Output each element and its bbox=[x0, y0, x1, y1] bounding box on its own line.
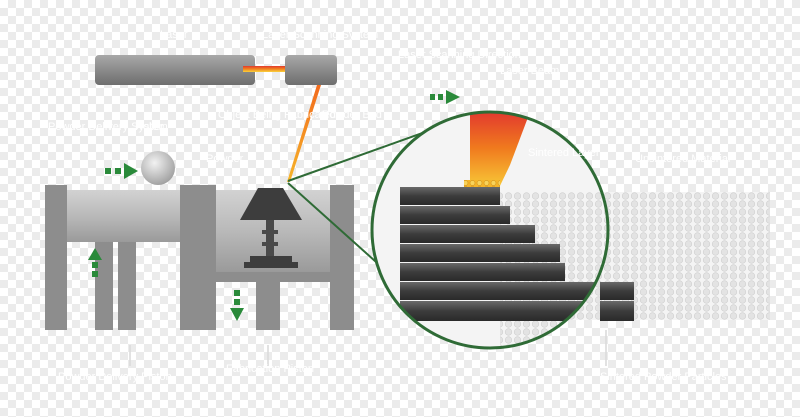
zoom-circle bbox=[370, 110, 610, 350]
laser-beam-horizontal bbox=[243, 66, 289, 72]
laser-body bbox=[95, 55, 255, 85]
laser-scanning-direction-arrow-icon bbox=[430, 90, 460, 104]
label-unsintered-material: Unsintered Material bbox=[635, 153, 730, 165]
roller bbox=[141, 151, 175, 185]
label-powder: Powder bbox=[206, 153, 244, 165]
label-laser: Laser bbox=[160, 29, 188, 41]
fabrication-piston-plate bbox=[216, 272, 330, 282]
powder-layer-bottom-outside bbox=[600, 301, 634, 321]
powder-layer-outside bbox=[600, 282, 634, 300]
zoom-detail bbox=[372, 112, 608, 348]
zoom-line-bottom bbox=[287, 182, 386, 271]
object-being-fabricated bbox=[240, 188, 302, 268]
fabrication-piston-stand bbox=[256, 282, 280, 330]
label-roller: Roller bbox=[135, 121, 164, 133]
machine-middle-wall bbox=[180, 185, 216, 330]
label-laser-scanning-direction: Laser Scanning Direction bbox=[398, 49, 521, 61]
powder-delivery-piston-stand-left bbox=[95, 242, 113, 330]
powder-piston-up-arrow-icon bbox=[88, 248, 102, 277]
label-powder-bed: Powder Bed bbox=[322, 109, 382, 121]
powder-delivery-chamber bbox=[67, 190, 180, 242]
label-powder-delivery-system: Powder Delivery System bbox=[48, 121, 168, 133]
label-object-being-fabricated: Object Being Fabricated bbox=[218, 109, 336, 121]
label-laser-scanning-system: Laser Scanning System bbox=[262, 29, 378, 41]
label-sintered-powder-particles: Sintered Powder Particles bbox=[600, 371, 727, 383]
label-sintered-layer: Sintered Layer bbox=[528, 147, 600, 159]
label-laser-beam: Laser Beam bbox=[500, 65, 559, 77]
fabrication-piston-down-arrow-icon bbox=[230, 290, 244, 321]
powder-delivery-piston-stand-right bbox=[118, 242, 136, 330]
laser-beam-down bbox=[287, 85, 321, 182]
machine-right-wall bbox=[330, 185, 354, 330]
laser-scanning-mirror bbox=[285, 55, 337, 85]
label-fabrication-piston: Fabrication Piston bbox=[226, 363, 314, 375]
label-powder-delivery-piston: Powder Delivery Piston bbox=[58, 371, 172, 383]
machine-left-wall bbox=[45, 185, 67, 330]
powder-delivery-arrow-icon bbox=[105, 163, 138, 179]
